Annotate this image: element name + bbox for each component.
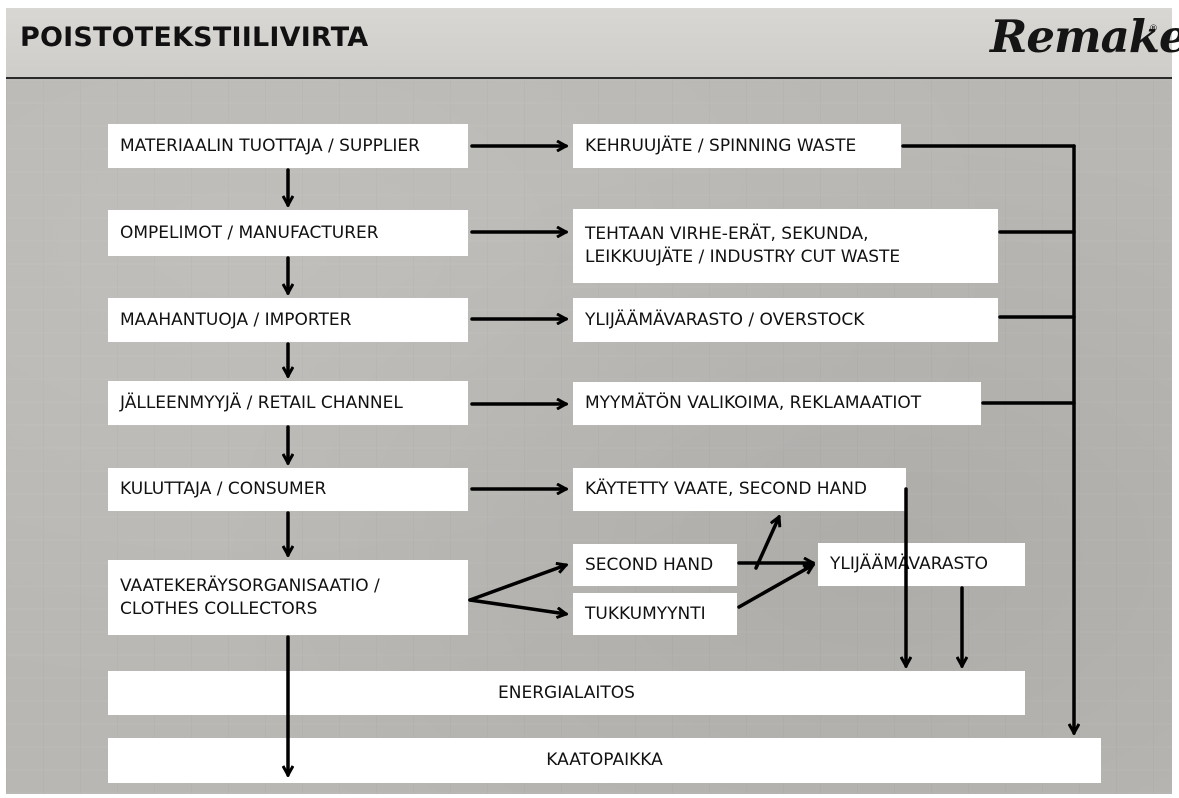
used-clothes-label: KÄYTETTY VAATE, SECOND HAND: [585, 479, 868, 500]
energy-plant-box: ENERGIALAITOS: [108, 671, 1025, 715]
wholesale-label: TUKKUMYYNTI: [585, 603, 706, 624]
second-hand-box: SECOND HAND: [573, 544, 737, 586]
importer-box: MAAHANTUOJA / IMPORTER: [108, 298, 468, 342]
spinning-waste-label: KEHRUUJÄTE / SPINNING WASTE: [585, 135, 857, 156]
factory-waste-box: TEHTAAN VIRHE-ERÄT, SEKUNDA, LEIKKUUJÄTE…: [573, 209, 998, 283]
header-divider: [6, 77, 1172, 79]
collectors-label-line2: CLOTHES COLLECTORS: [120, 598, 318, 619]
landfill-label: KAATOPAIKKA: [546, 750, 663, 771]
supplier-label: MATERIAALIN TUOTTAJA / SUPPLIER: [120, 135, 420, 156]
manufacturer-label: OMPELIMOT / MANUFACTURER: [120, 222, 379, 243]
consumer-label: KULUTTAJA / CONSUMER: [120, 479, 327, 500]
registered-mark: ®: [1149, 24, 1158, 34]
surplus-box: YLIJÄÄMÄVARASTO: [818, 543, 1025, 586]
surplus-label: YLIJÄÄMÄVARASTO: [830, 554, 989, 575]
supplier-box: MATERIAALIN TUOTTAJA / SUPPLIER: [108, 124, 468, 168]
overstock-box: YLIJÄÄMÄVARASTO / OVERSTOCK: [573, 298, 998, 342]
consumer-box: KULUTTAJA / CONSUMER: [108, 468, 468, 511]
landfill-box: KAATOPAIKKA: [108, 738, 1101, 783]
page-title: POISTOTEKSTIILIVIRTA: [20, 22, 369, 53]
unsold-box: MYYMÄTÖN VALIKOIMA, REKLAMAATIOT: [573, 382, 981, 425]
energy-plant-label: ENERGIALAITOS: [498, 682, 635, 703]
second-hand-label: SECOND HAND: [585, 554, 714, 575]
collectors-label-line1: VAATEKERÄYSORGANISAATIO /: [120, 575, 380, 596]
collectors-box: VAATEKERÄYSORGANISAATIO / CLOTHES COLLEC…: [108, 560, 468, 635]
manufacturer-box: OMPELIMOT / MANUFACTURER: [108, 210, 468, 256]
spinning-waste-box: KEHRUUJÄTE / SPINNING WASTE: [573, 124, 901, 168]
unsold-label: MYYMÄTÖN VALIKOIMA, REKLAMAATIOT: [585, 393, 922, 414]
retail-box: JÄLLEENMYYJÄ / RETAIL CHANNEL: [108, 381, 468, 425]
used-clothes-box: KÄYTETTY VAATE, SECOND HAND: [573, 468, 906, 511]
factory-waste-line2: LEIKKUUJÄTE / INDUSTRY CUT WASTE: [585, 247, 901, 267]
header-band: [6, 8, 1172, 78]
wholesale-box: TUKKUMYYNTI: [573, 593, 737, 635]
retail-label: JÄLLEENMYYJÄ / RETAIL CHANNEL: [120, 392, 403, 413]
overstock-label: YLIJÄÄMÄVARASTO / OVERSTOCK: [585, 309, 865, 330]
importer-label: MAAHANTUOJA / IMPORTER: [120, 309, 352, 330]
remake-logo: Remake: [990, 10, 1179, 63]
factory-waste-line1: TEHTAAN VIRHE-ERÄT, SEKUNDA,: [585, 224, 869, 245]
